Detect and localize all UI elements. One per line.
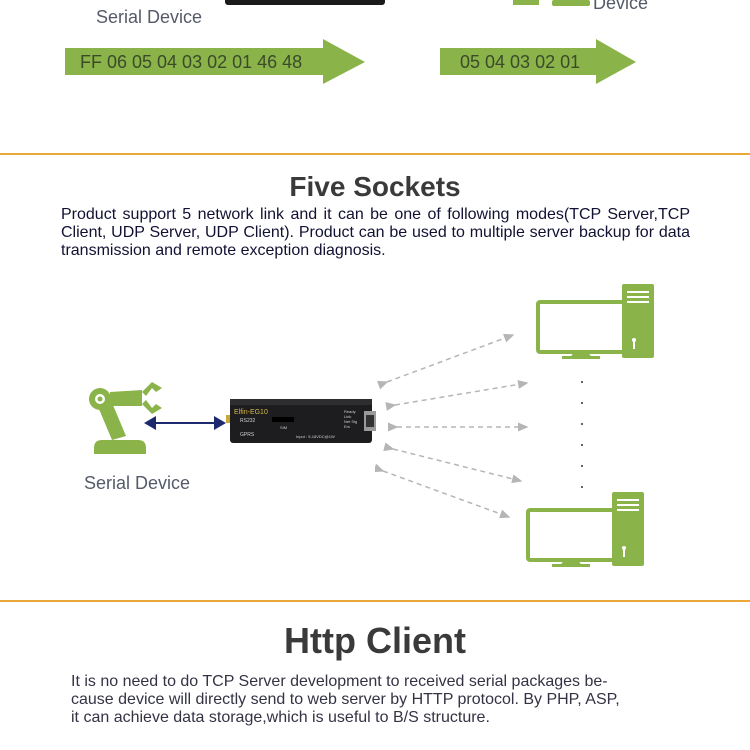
http-client-description: It is no need to do TCP Server developme… [71, 673, 711, 727]
device-sim-label: SIM [280, 425, 288, 430]
recv-hex-arrow [440, 39, 636, 84]
device-port-gprs: GPRS [240, 432, 255, 438]
ellipsis-dot [581, 465, 583, 467]
device-led-labels: Ready Link Net Sig Ers [344, 409, 358, 429]
pc-icon-partial [513, 0, 590, 6]
serial-device-label-top: Serial Device [96, 7, 203, 27]
five-sockets-title: Five Sockets [289, 171, 461, 202]
device-image-top [225, 0, 385, 5]
send-hex-text: FF 06 05 04 03 02 01 46 48 [80, 52, 303, 72]
computer-icon-bottom [526, 492, 644, 567]
device-image: Elfin-EG10 RS232 GPRS SIM Input : 5-18VD… [226, 397, 378, 445]
send-hex-arrow [65, 39, 365, 84]
serial-device-label: Serial Device [84, 473, 191, 493]
bidirectional-arrow-icon [144, 416, 226, 430]
ellipsis-dot [581, 486, 583, 488]
connection-lines [375, 333, 529, 519]
device-input-label: Input : 5-18VDC@1W [296, 434, 335, 439]
section-divider [0, 600, 750, 602]
http-desc-line: cause device will directly send to web s… [71, 691, 620, 708]
robot-arm-icon [89, 382, 162, 454]
ellipsis-dot [581, 381, 583, 383]
device-brand: Elfin-EG10 [234, 409, 268, 416]
ellipsis-dot [581, 444, 583, 446]
device-port-rs232: RS232 [240, 418, 256, 424]
http-client-title: Http Client [284, 620, 466, 661]
section-divider [0, 153, 750, 155]
http-desc-line: It is no need to do TCP Server developme… [71, 673, 608, 690]
device-label-top: Device [593, 0, 649, 13]
ellipsis-dot [581, 423, 583, 425]
ellipsis-dot [581, 402, 583, 404]
computer-icon-top [536, 284, 654, 359]
recv-hex-text: 05 04 03 02 01 [460, 52, 581, 72]
http-desc-line: it can achieve data storage,which is use… [71, 709, 490, 726]
five-sockets-description: Product support 5 network link and it ca… [61, 206, 690, 259]
